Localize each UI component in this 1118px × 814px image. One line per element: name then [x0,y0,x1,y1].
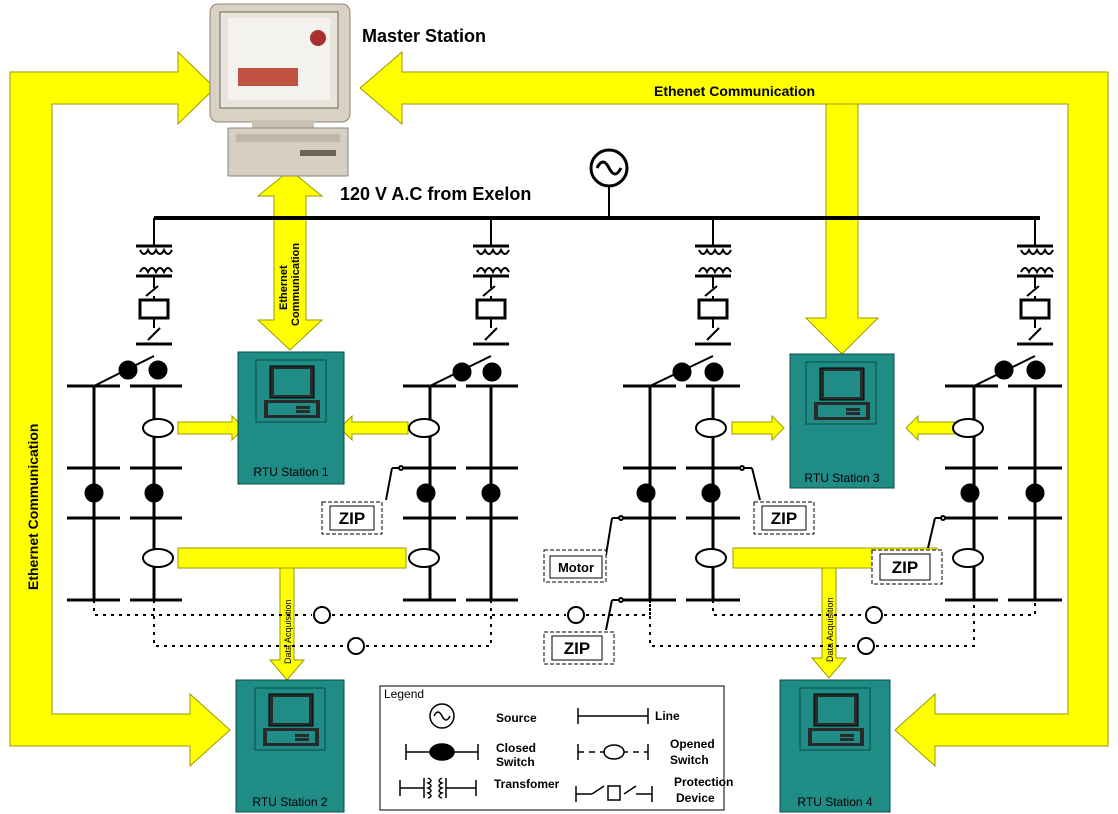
rtu-station-4-label: RTU Station 4 [797,795,872,809]
legend-protection-label-1: Protection [674,775,733,789]
feeder-group-2 [403,355,518,602]
comm-label-left: Ethernet Communication [25,424,41,590]
zip-load-2: ZIP [753,501,815,535]
rtu-station-3-label: RTU Station 3 [804,471,879,485]
feeder-group-1 [67,355,182,602]
transformer-feeder-4 [1015,218,1055,346]
legend-source-icon [429,703,455,729]
master-station-computer-icon [209,3,351,177]
legend-transformer-label: Transfomer [494,777,560,791]
ethernet-loop-left-arrow [9,50,231,768]
tie-open-switches [313,606,883,655]
motor-load-label: Motor [558,560,594,575]
comm-label-vertical-1: Ethernet [278,265,290,310]
rtu-station-2-label: RTU Station 2 [252,795,327,809]
legend-opened-label-1: Opened [670,737,715,751]
zip-load-3: ZIP [871,549,943,585]
legend-source-label: Source [496,711,537,725]
tie-lines [93,600,1036,647]
main-bus [154,148,1040,220]
legend-line-icon [577,708,649,724]
zip-load-4-label: ZIP [564,639,590,658]
transformer-feeder-3 [693,218,733,346]
data-acquisition-label-left: Data Acquisition [283,599,293,664]
legend-closed-label-2: Switch [496,755,535,769]
rtu-station-1-label: RTU Station 1 [253,465,328,479]
legend-line-label: Line [655,709,680,723]
zip-load-1: ZIP [321,501,383,535]
legend: Legend Source Line Closed Switch Opened … [379,685,733,811]
feeder-group-4 [945,355,1062,602]
legend-title: Legend [384,687,424,701]
source-label: 120 V A.C from Exelon [340,184,531,204]
transformer-feeder-2 [471,218,511,346]
data-acquisition-label-right: Data Acquisition [825,597,835,662]
ethernet-double-arrow-master-rtu1 [256,169,324,351]
comm-label-top-right: Ethenet Communication [654,83,815,99]
rtu-station-3: RTU Station 3 [789,353,895,489]
ethernet-down-arrow-rtu3 [804,103,880,355]
transformer-feeder-1 [134,218,174,346]
legend-closed-label-1: Closed [496,741,536,755]
comm-label-vertical-2: Communication [290,243,302,326]
data-acquisition-left [177,547,407,681]
legend-closed-switch-icon [405,743,479,761]
zip-load-3-label: ZIP [892,558,918,577]
rtu-station-4: RTU Station 4 [779,679,891,813]
motor-load: Motor [543,549,607,583]
legend-protection-label-2: Device [676,791,715,805]
zip-load-2-label: ZIP [771,509,797,528]
legend-opened-label-2: Switch [670,753,709,767]
legend-transformer-icon [399,777,477,799]
rtu-station-1: RTU Station 1 [237,351,345,485]
zip-load-1-label: ZIP [339,509,365,528]
load-switches [385,465,946,631]
ethernet-loop-right-arrow [359,50,1109,768]
feeder-group-3 [623,355,740,602]
feed-arrows [177,414,957,442]
legend-opened-switch-icon [577,744,649,760]
rtu-station-2: RTU Station 2 [235,679,345,813]
zip-load-4: ZIP [543,631,615,665]
legend-protection-icon [575,785,653,802]
master-station-title: Master Station [362,26,486,46]
